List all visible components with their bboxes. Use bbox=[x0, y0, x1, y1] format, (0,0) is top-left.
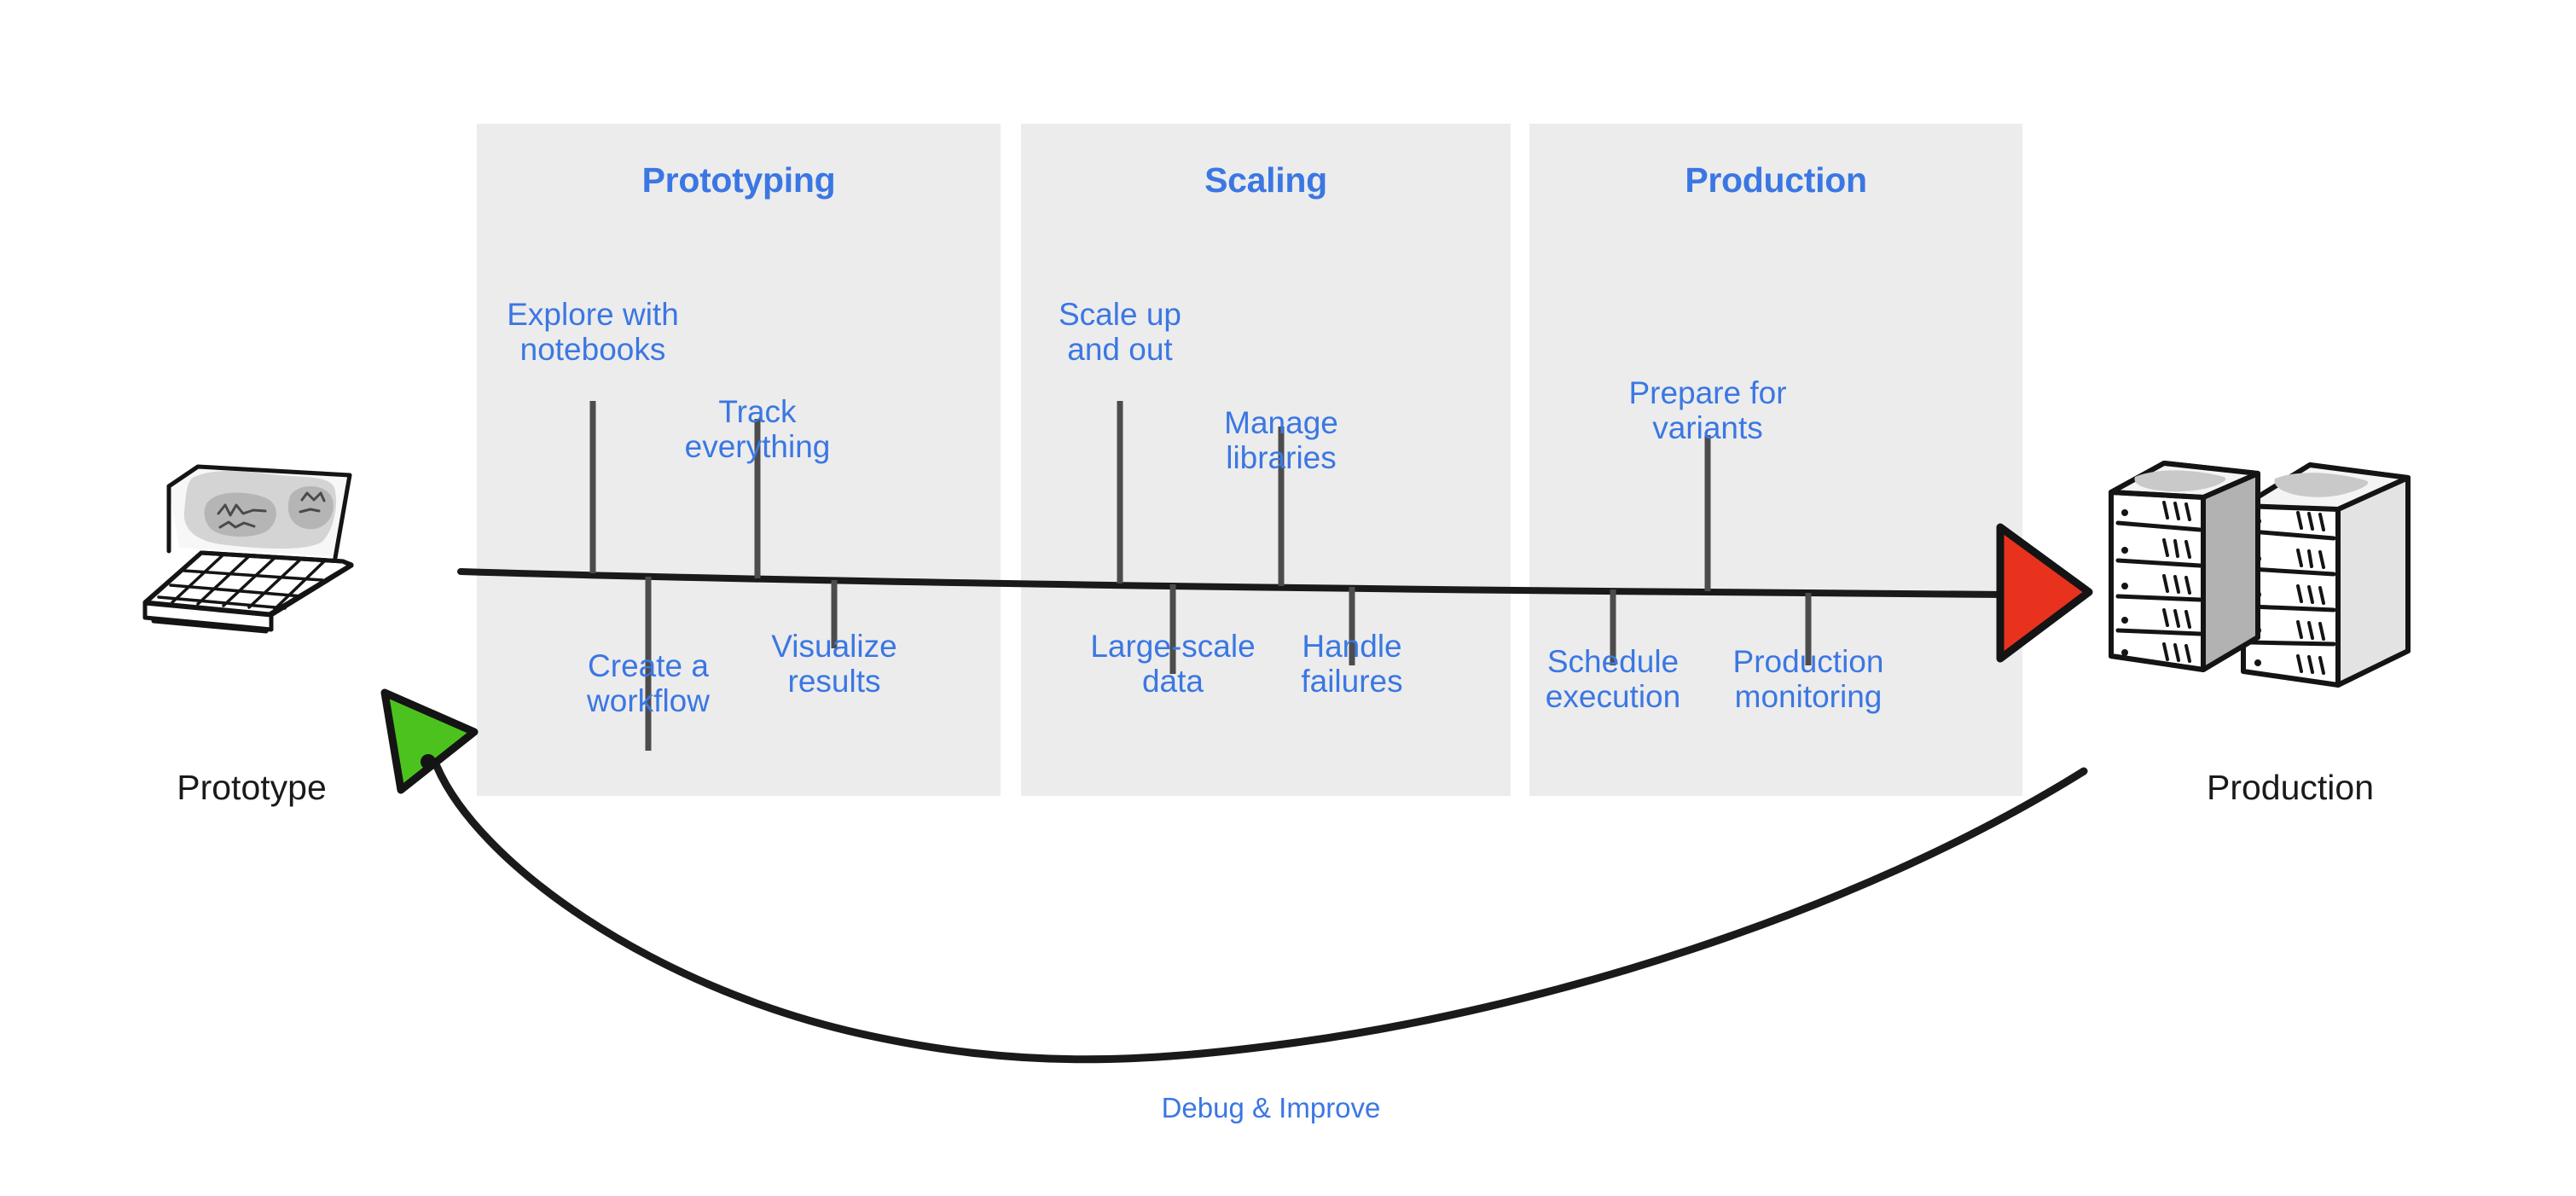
milestone-label-explore-with-notebooks: Explore with notebooks bbox=[507, 297, 679, 368]
laptop-icon bbox=[142, 464, 354, 634]
feedback-loop-caption: Debug & Improve bbox=[1161, 1092, 1381, 1123]
milestone-label-production-monitoring: Production monitoring bbox=[1732, 644, 1884, 715]
stage-panel-prototyping: Prototyping bbox=[477, 124, 1001, 796]
endpoint-caption-prototype: Prototype bbox=[177, 768, 327, 807]
stage-panel-scaling: Scaling bbox=[1021, 124, 1511, 796]
stage-title-scaling: Scaling bbox=[1204, 160, 1327, 200]
milestone-label-visualize-results: Visualize results bbox=[771, 629, 897, 700]
feedback-curve-joint bbox=[421, 754, 436, 769]
stage-title-prototyping: Prototyping bbox=[641, 160, 836, 200]
milestone-label-create-a-workflow: Create a workflow bbox=[587, 648, 710, 719]
endpoint-caption-production: Production bbox=[2206, 768, 2375, 807]
milestone-label-schedule-execution: Schedule execution bbox=[1545, 644, 1681, 715]
milestone-label-track-everything: Track everything bbox=[684, 394, 831, 465]
feedback-loop-curve bbox=[432, 762, 2088, 1064]
milestone-label-prepare-for-variants: Prepare for variants bbox=[1628, 375, 1787, 446]
milestone-label-handle-failures: Handle failures bbox=[1301, 629, 1403, 700]
server-rack-icon bbox=[2109, 461, 2411, 688]
milestone-label-large-scale-data: Large-scale data bbox=[1090, 629, 1256, 700]
stage-title-production: Production bbox=[1685, 160, 1867, 200]
milestone-label-scale-up-and-out: Scale up and out bbox=[1059, 297, 1181, 368]
stage-panel-production: Production bbox=[1529, 124, 2022, 796]
arrow-upleft-icon bbox=[380, 688, 479, 794]
milestone-label-manage-libraries: Manage libraries bbox=[1224, 405, 1338, 476]
